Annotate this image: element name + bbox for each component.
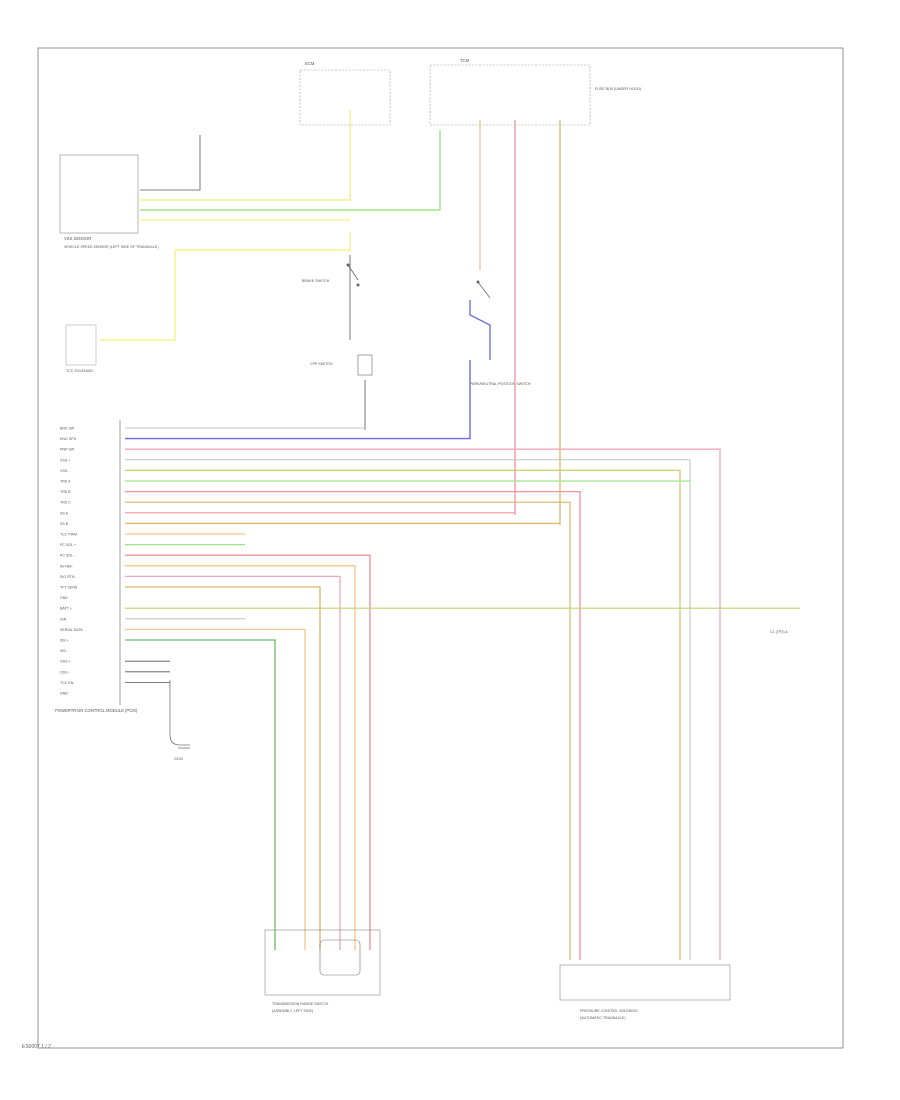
pcm-pin-label: PC SOL - xyxy=(60,554,76,558)
pcm-pin-label: TCC PWM xyxy=(60,533,77,537)
park-neutral-label: PARK/NEUTRAL POSITION SWITCH xyxy=(470,382,531,386)
pcm-pin-label: TFT SENS xyxy=(60,586,78,590)
ground-symbol: G104 xyxy=(169,680,190,761)
tcm-top-label: TCM xyxy=(460,58,470,63)
pcm-pin-label: VSS - xyxy=(60,469,70,473)
pcm-label: POWERTRAIN CONTROL MODULE (PCM) xyxy=(55,708,138,713)
wire xyxy=(125,565,356,950)
pcm-pin-label: PNP SW xyxy=(60,448,75,452)
wire xyxy=(125,469,681,960)
pcm-pin-label: IGN xyxy=(60,617,67,621)
pcm-pin-label: TRS B xyxy=(60,490,71,494)
page-number: ES0007 1 / 2 xyxy=(22,1044,51,1050)
pcm-pin-label: ENG SPD xyxy=(60,437,77,441)
cpp-label: CPP SWITCH xyxy=(310,362,333,366)
pcm-pin-label: OSS + xyxy=(60,660,71,664)
pcm-pin-label: SS B xyxy=(60,522,69,526)
pcm-pin-label: BATT + xyxy=(60,607,72,611)
wire xyxy=(100,250,176,341)
vss-note: VEHICLE SPEED SENSOR (LEFT SIDE OF TRANS… xyxy=(64,245,159,249)
diagram-frame xyxy=(37,47,844,1049)
wire xyxy=(140,130,441,211)
cpp-switch: CPP SWITCH xyxy=(310,354,373,376)
pcm-pin-label: PC SOL + xyxy=(60,543,76,547)
right-connector-label: C1 (TP2) A xyxy=(770,630,788,634)
pcm-pin-label: SIG RTN xyxy=(60,575,75,579)
pcm-pin-label: BRK SW xyxy=(60,427,75,431)
pcm-pin-label: TCC EN xyxy=(60,681,74,685)
shift-solenoid-label: PRESSURE CONTROL SOLENOID xyxy=(580,1009,638,1013)
wire xyxy=(125,360,471,440)
pcm-pin-label: SERIAL DATA xyxy=(60,628,83,632)
wire xyxy=(125,448,721,960)
tcc-solenoid-label: TCC SOLENOID xyxy=(66,369,93,373)
vss-label: VSS SENSOR xyxy=(64,236,91,241)
wire xyxy=(140,135,201,191)
range-sensor-label: TRANSMISSION RANGE SWITCH xyxy=(272,1002,329,1006)
park-neutral-switch: PARK/NEUTRAL POSITION SWITCH xyxy=(470,280,531,386)
pcm-pin-label: ISS - xyxy=(60,649,69,653)
pcm-pin-label: 5V REF xyxy=(60,564,73,568)
ground-label: G104 xyxy=(174,757,183,761)
pcm-pin-label: TRS C xyxy=(60,501,71,505)
wire-group xyxy=(100,110,800,960)
pcm-pin-label: SS A xyxy=(60,511,69,515)
wire xyxy=(125,501,571,960)
wire xyxy=(140,110,351,201)
ecm-top-label: ECM xyxy=(305,61,315,66)
left-sensor-small: TCC SOLENOID xyxy=(65,324,97,373)
pcm-pin-label: ISS + xyxy=(60,639,69,643)
pcm-pin-label: GND xyxy=(60,596,68,600)
tcm-top: TCM FUSE BOX (UNDER HOOD) xyxy=(429,58,641,126)
shift-solenoid-component: PRESSURE CONTROL SOLENOID (AUTOMATIC TRA… xyxy=(559,964,731,1020)
wire xyxy=(125,459,691,960)
pcm-block: POWERTRAIN CONTROL MODULE (PCM) BRK SW EN… xyxy=(55,420,138,713)
pcm-pin-label: VSS + xyxy=(60,458,70,462)
wire xyxy=(125,575,341,950)
fuse-box-label: FUSE BOX (UNDER HOOD) xyxy=(595,87,641,91)
wire xyxy=(125,586,321,950)
range-sensor-note: (ASSEMBLY, LEFT SIDE) xyxy=(272,1009,313,1013)
shift-solenoid-note: (AUTOMATIC TRANSAXLE) xyxy=(580,1016,626,1020)
wire xyxy=(125,639,276,950)
wire xyxy=(125,554,371,950)
range-sensor-component: TRANSMISSION RANGE SWITCH (ASSEMBLY, LEF… xyxy=(264,929,381,1013)
brake-switch: BRAKE SWITCH xyxy=(302,263,360,287)
wire xyxy=(469,300,491,360)
wire xyxy=(125,628,306,950)
ecm-top: ECM xyxy=(299,61,391,126)
vss-component: VSS SENSOR VEHICLE SPEED SENSOR (LEFT SI… xyxy=(59,154,159,249)
pcm-pin-label: OSS - xyxy=(60,670,71,674)
pcm-pin-label: GND xyxy=(60,692,68,696)
wire xyxy=(125,490,581,960)
wire xyxy=(175,232,351,251)
brake-switch-label: BRAKE SWITCH xyxy=(302,279,330,283)
pcm-pin-label: TRS A xyxy=(60,480,71,484)
